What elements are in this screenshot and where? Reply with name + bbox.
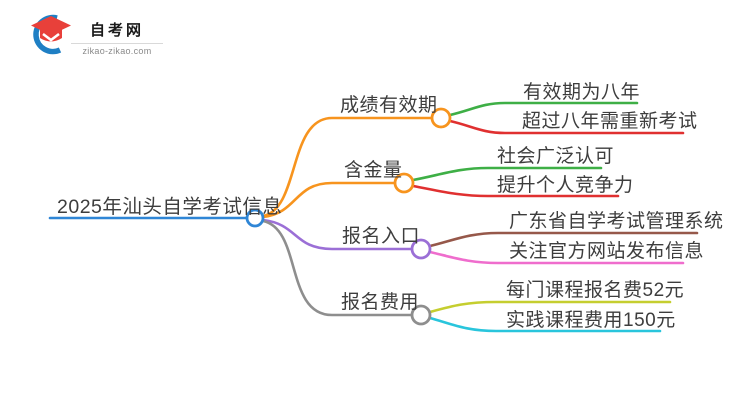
branch-label-fee: 报名费用 <box>341 292 420 313</box>
graduation-cap-icon <box>31 14 71 55</box>
child-label-competitiveness: 提升个人竞争力 <box>497 175 634 196</box>
logo-divider <box>71 43 163 44</box>
logo-cap-chevron <box>42 32 60 42</box>
edge-course-fee-52 <box>428 300 672 314</box>
child-label-management-system: 广东省自学考试管理系统 <box>509 211 724 232</box>
edge-social-recognition <box>411 166 603 182</box>
edge-root-to-branch-score-validity <box>261 116 433 218</box>
edge-root-to-branch-fee <box>261 219 413 317</box>
child-label-official-site-info: 关注官方网站发布信息 <box>509 241 705 262</box>
edge-official-site-info <box>428 250 685 265</box>
edge-practice-fee-150 <box>428 316 662 333</box>
child-label-social-recognition: 社会广泛认可 <box>497 146 615 167</box>
logo-cap-base <box>40 28 62 42</box>
edge-management-system <box>428 231 699 248</box>
edge-retake-after-eight <box>448 119 685 135</box>
branch-label-value: 含金量 <box>344 160 403 181</box>
child-label-practice-fee-150: 实践课程费用150元 <box>506 310 676 331</box>
logo-domain-text: zikao-zikao.com <box>82 46 152 56</box>
child-label-retake-after-eight: 超过八年需重新考试 <box>522 111 698 132</box>
child-label-course-fee-52: 每门课程报名费52元 <box>506 280 685 301</box>
root-node-circle <box>245 208 265 228</box>
logo-brand-text: 自考网 <box>89 22 144 39</box>
branch-circle-value <box>393 172 415 194</box>
edge-competitiveness <box>411 184 620 198</box>
branch-circle-portal <box>410 238 432 260</box>
branch-circle-fee <box>410 304 432 326</box>
edge-root-to-branch-value <box>261 181 396 219</box>
branch-label-score-validity: 成绩有效期 <box>340 95 438 116</box>
edge-root-to-branch-portal <box>261 218 413 251</box>
edge-validity-eight-years <box>448 101 639 117</box>
branch-label-portal: 报名入口 <box>342 226 421 247</box>
branch-circle-score-validity <box>430 107 452 129</box>
child-label-validity-eight-years: 有效期为八年 <box>523 82 641 103</box>
site-logo[interactable]: 自考网 zikao-zikao.com <box>27 9 177 59</box>
root-node-label: 2025年汕头自学考试信息 <box>57 196 283 218</box>
